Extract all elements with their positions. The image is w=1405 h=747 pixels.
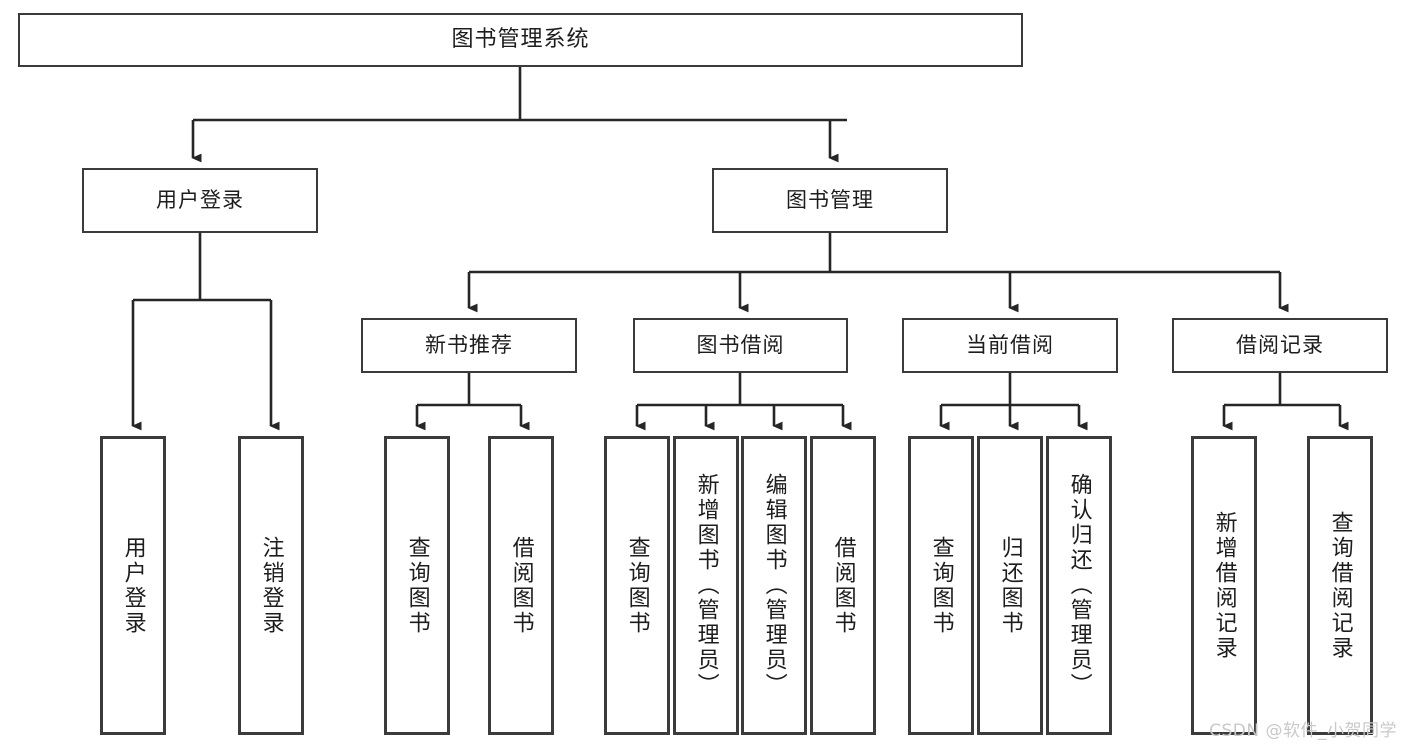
node-new-book-recommend-label: 新书推荐	[425, 333, 513, 358]
node-book-management[interactable]: 图书管理	[712, 168, 948, 233]
node-root-system-label: 图书管理系统	[451, 27, 590, 53]
leaf-borrow-query-book[interactable]: 查询图书	[604, 436, 670, 735]
node-user-login-label: 用户登录	[156, 188, 244, 213]
leaf-recommend-query-book-label: 查询图书	[404, 535, 430, 636]
leaf-recommend-borrow-book-label: 借阅图书	[508, 535, 534, 636]
node-book-borrow-label: 图书借阅	[696, 333, 785, 358]
leaf-recommend-query-book[interactable]: 查询图书	[384, 436, 450, 735]
node-new-book-recommend[interactable]: 新书推荐	[361, 318, 577, 373]
leaf-borrow-add-book[interactable]: 新增图书（管理员）	[673, 436, 739, 735]
leaf-record-query-record[interactable]: 查询借阅记录	[1307, 436, 1373, 735]
node-current-borrow[interactable]: 当前借阅	[902, 318, 1118, 373]
leaf-borrow-add-book-label: 新增图书（管理员）	[693, 473, 719, 698]
node-borrow-record[interactable]: 借阅记录	[1172, 318, 1388, 373]
leaf-borrow-query-book-label: 查询图书	[624, 535, 650, 636]
node-current-borrow-label: 当前借阅	[966, 333, 1054, 358]
leaf-current-confirm-return-label: 确认归还（管理员）	[1066, 473, 1092, 698]
leaf-user-login-login[interactable]: 用户登录	[100, 436, 166, 735]
node-borrow-record-label: 借阅记录	[1236, 333, 1324, 358]
leaf-record-query-record-label: 查询借阅记录	[1327, 510, 1353, 661]
leaf-record-add-record[interactable]: 新增借阅记录	[1191, 436, 1257, 735]
leaf-borrow-edit-book-label: 编辑图书（管理员）	[761, 473, 787, 698]
leaf-current-return-book[interactable]: 归还图书	[977, 436, 1043, 735]
leaf-current-return-book-label: 归还图书	[997, 535, 1023, 636]
leaf-borrow-borrow-book[interactable]: 借阅图书	[810, 436, 876, 735]
leaf-recommend-borrow-book[interactable]: 借阅图书	[488, 436, 554, 735]
leaf-user-login-login-label: 用户登录	[120, 535, 146, 636]
leaf-borrow-edit-book[interactable]: 编辑图书（管理员）	[741, 436, 807, 735]
leaf-user-login-logout[interactable]: 注销登录	[238, 436, 304, 735]
leaf-user-login-logout-label: 注销登录	[258, 535, 284, 636]
leaf-borrow-borrow-book-label: 借阅图书	[830, 535, 856, 636]
leaf-current-query-book[interactable]: 查询图书	[908, 436, 974, 735]
csdn-watermark: CSDN @软件_小贺同学	[1209, 721, 1397, 741]
node-user-login[interactable]: 用户登录	[82, 168, 318, 233]
node-root-system[interactable]: 图书管理系统	[18, 13, 1023, 67]
leaf-record-add-record-label: 新增借阅记录	[1211, 510, 1237, 661]
leaf-current-confirm-return[interactable]: 确认归还（管理员）	[1046, 436, 1112, 735]
node-book-borrow[interactable]: 图书借阅	[633, 318, 848, 373]
leaf-current-query-book-label: 查询图书	[928, 535, 954, 636]
node-book-management-label: 图书管理	[786, 188, 874, 213]
